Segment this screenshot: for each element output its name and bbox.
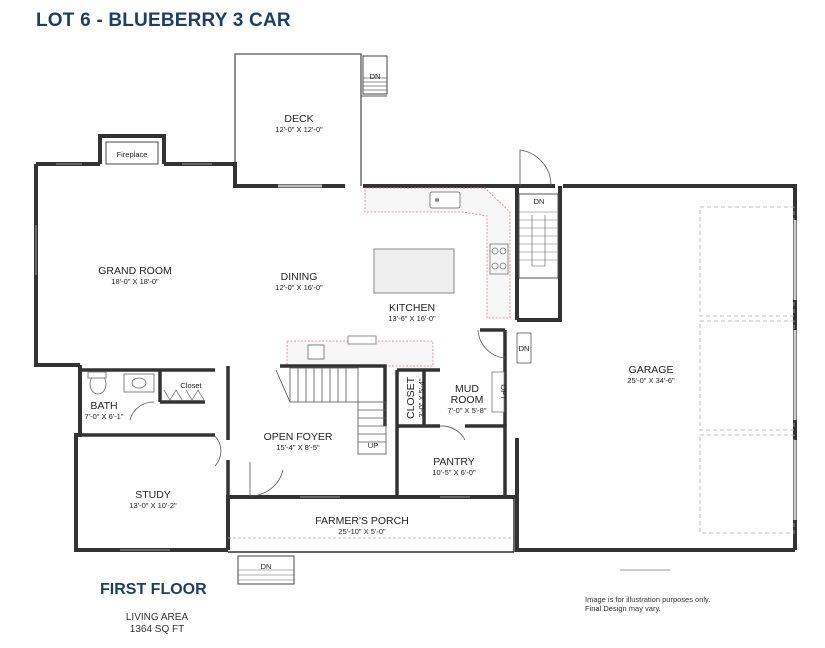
windows [35,163,670,571]
mud-room-name-1: MUD [455,383,479,395]
open-foyer-dims: 15'-4" X 8'-5" [276,443,320,452]
farmers-porch [228,497,515,553]
door-swing [519,149,552,187]
living-area-value: 1364 SQ FT [129,624,185,635]
kitchen-island [373,248,455,294]
grand-room-name: GRAND ROOM [98,265,172,277]
garage-shelving [699,206,795,534]
bath-door-swing [129,401,155,421]
pantry-dims: 10'-5" X 6'-0" [432,468,476,477]
disclaimer-line-1: Image is for illustration purposes only. [585,595,711,604]
garage-stairs-label: DN [534,197,545,206]
mud-door-swing [439,425,466,441]
deck [234,53,387,186]
study-name: STUDY [135,489,171,501]
porch-dims: 25'-10" X 5'-0" [338,527,386,536]
floor-label: FIRST FLOOR [100,581,207,598]
garage-door-label: DN [519,344,530,353]
garage-door-step [516,332,532,364]
kitchen-name: KITCHEN [389,302,435,314]
counter-appliance [347,335,377,345]
bath-name: BATH [90,400,117,412]
exterior-walls [34,162,519,552]
kitchen-sink [429,191,461,209]
garage-walls [515,184,797,552]
interior-walls [76,328,507,497]
disclaimer: Image is for illustration purposes only.… [585,595,710,613]
mud-closet-dims: 3'-0" X 5'-4" [417,378,426,417]
faucet [435,198,439,202]
fireplace [98,134,166,165]
porch-name: FARMER'S PORCH [315,515,409,527]
grand-room-dims: 18'-0" X 18'-0" [111,277,159,286]
study-dims: 13'-0" X 10'-2" [129,501,177,510]
front-door-swing [249,462,284,497]
pantry-name: PANTRY [433,456,475,468]
garage-stairs [518,193,559,279]
bar-sink [307,344,325,360]
living-area-label: LIVING AREA [125,612,189,623]
closet-doors [163,389,205,401]
closet-label: Closet [180,381,202,390]
garage-name: GARAGE [629,364,674,376]
mud-shelf [491,371,505,413]
open-foyer-name: OPEN FOYER [264,431,333,443]
foyer-stairs [275,367,387,455]
porch-stairs-label: DN [261,562,272,571]
mud-shelf-label: OPT [499,384,508,400]
foyer-stairs-label: UP [368,441,378,450]
garage-dims: 25'-0" X 34'-6" [627,376,675,385]
fireplace-label: Fireplace [117,150,148,159]
kitchen-dims: 13'-6" X 16'-0" [388,314,436,323]
range [489,243,509,275]
bath-fixtures [87,371,155,395]
deck-stairs [362,55,388,95]
mud-closet-name: CLOSET [405,376,417,419]
deck-dims: 12'-0" X 12'-0" [275,125,323,134]
mud-room-name-2: ROOM [451,394,484,406]
deck-stairs-label: DN [370,72,381,81]
dining-dims: 12'-0" X 16'-0" [275,283,323,292]
study-door-swing [214,435,222,467]
living-area: LIVING AREA 1364 SQ FT [112,612,202,636]
bath-dims: 7'-0" X 6'-1" [84,412,123,421]
dining-name: DINING [281,271,318,283]
deck-name: DECK [284,113,313,125]
door-swing [477,329,506,359]
mud-room-dims: 7'-0" X 5'-8" [447,406,486,415]
plan-title: LOT 6 - BLUEBERRY 3 CAR [36,10,291,31]
disclaimer-line-2: Final Design may vary. [585,604,661,613]
porch-stairs [237,555,295,585]
